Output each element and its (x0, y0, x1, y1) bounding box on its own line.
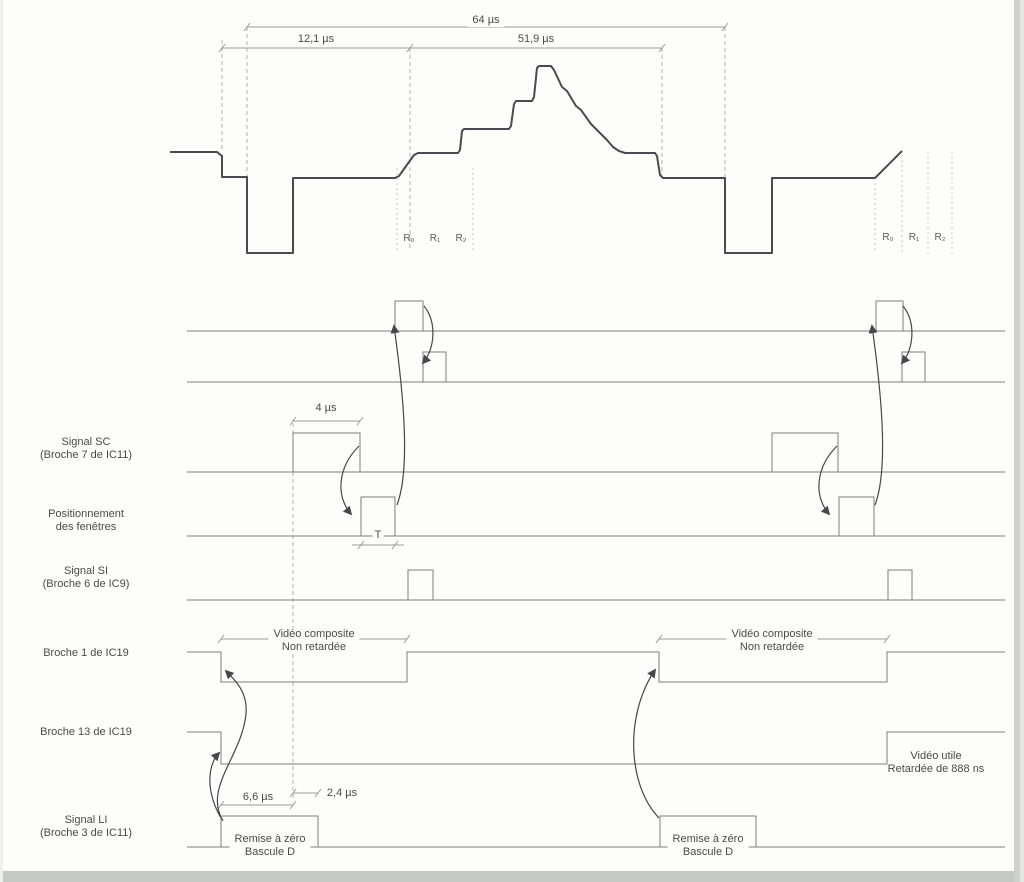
step-waveforms (187, 651, 1005, 765)
reset-label-2: Remise à zéro Bascule D (667, 833, 749, 859)
scan-edge-right (1014, 0, 1020, 882)
scan-edge-left (0, 0, 3, 882)
r1-right-label: R₁ (908, 232, 920, 243)
li-width-label: 6,6 µs (242, 791, 274, 803)
dotted-r-guides (396, 152, 953, 253)
dim-total-label: 64 µs (467, 14, 505, 27)
broche13-label: Broche 13 de IC19 (40, 726, 132, 738)
r2-left-label: R₂ (455, 233, 467, 244)
broche13-waveform (187, 731, 1005, 765)
dimension-lines (217, 22, 891, 810)
reset-label-1: Remise à zéro Bascule D (229, 833, 311, 859)
dim-active-label: 51,9 µs (517, 33, 555, 45)
scan-edge-bottom (0, 871, 1024, 882)
signal-pulses (220, 300, 926, 847)
relation-arrows (209, 305, 913, 822)
video-composite-label-1: Vidéo composite Non retardée (268, 628, 360, 654)
video-composite-label-2: Vidéo composite Non retardée (726, 628, 818, 654)
r2-right-label: R₂ (934, 232, 946, 243)
dashed-guides (221, 27, 726, 801)
signal-sc-label: Signal SC (Broche 7 de IC11) (39, 436, 133, 461)
r0-right-label: R₀ (882, 232, 894, 243)
sc-width-label: 4 µs (315, 402, 337, 414)
li-delay-label: 2,4 µs (326, 787, 358, 799)
broche1-label: Broche 1 de IC19 (43, 647, 129, 659)
signal-baselines (187, 330, 1005, 848)
window-width-label: T (372, 529, 384, 542)
dim-front-porch-label: 12,1 µs (297, 33, 335, 45)
broche1-waveform (187, 651, 1005, 683)
r0-left-label: R₀ (403, 233, 415, 244)
composite-video-waveform (170, 65, 903, 254)
r1-left-label: R₁ (429, 233, 441, 244)
scan-edge-right2 (1020, 0, 1024, 882)
video-utile-label: Vidéo utile Retardée de 888 ns (887, 750, 985, 775)
signal-si-label: Signal SI (Broche 6 de IC9) (42, 565, 130, 590)
signal-fenetres-label: Positionnement des fenêtres (48, 508, 124, 533)
signal-li-label: Signal LI (Broche 3 de IC11) (39, 814, 133, 839)
